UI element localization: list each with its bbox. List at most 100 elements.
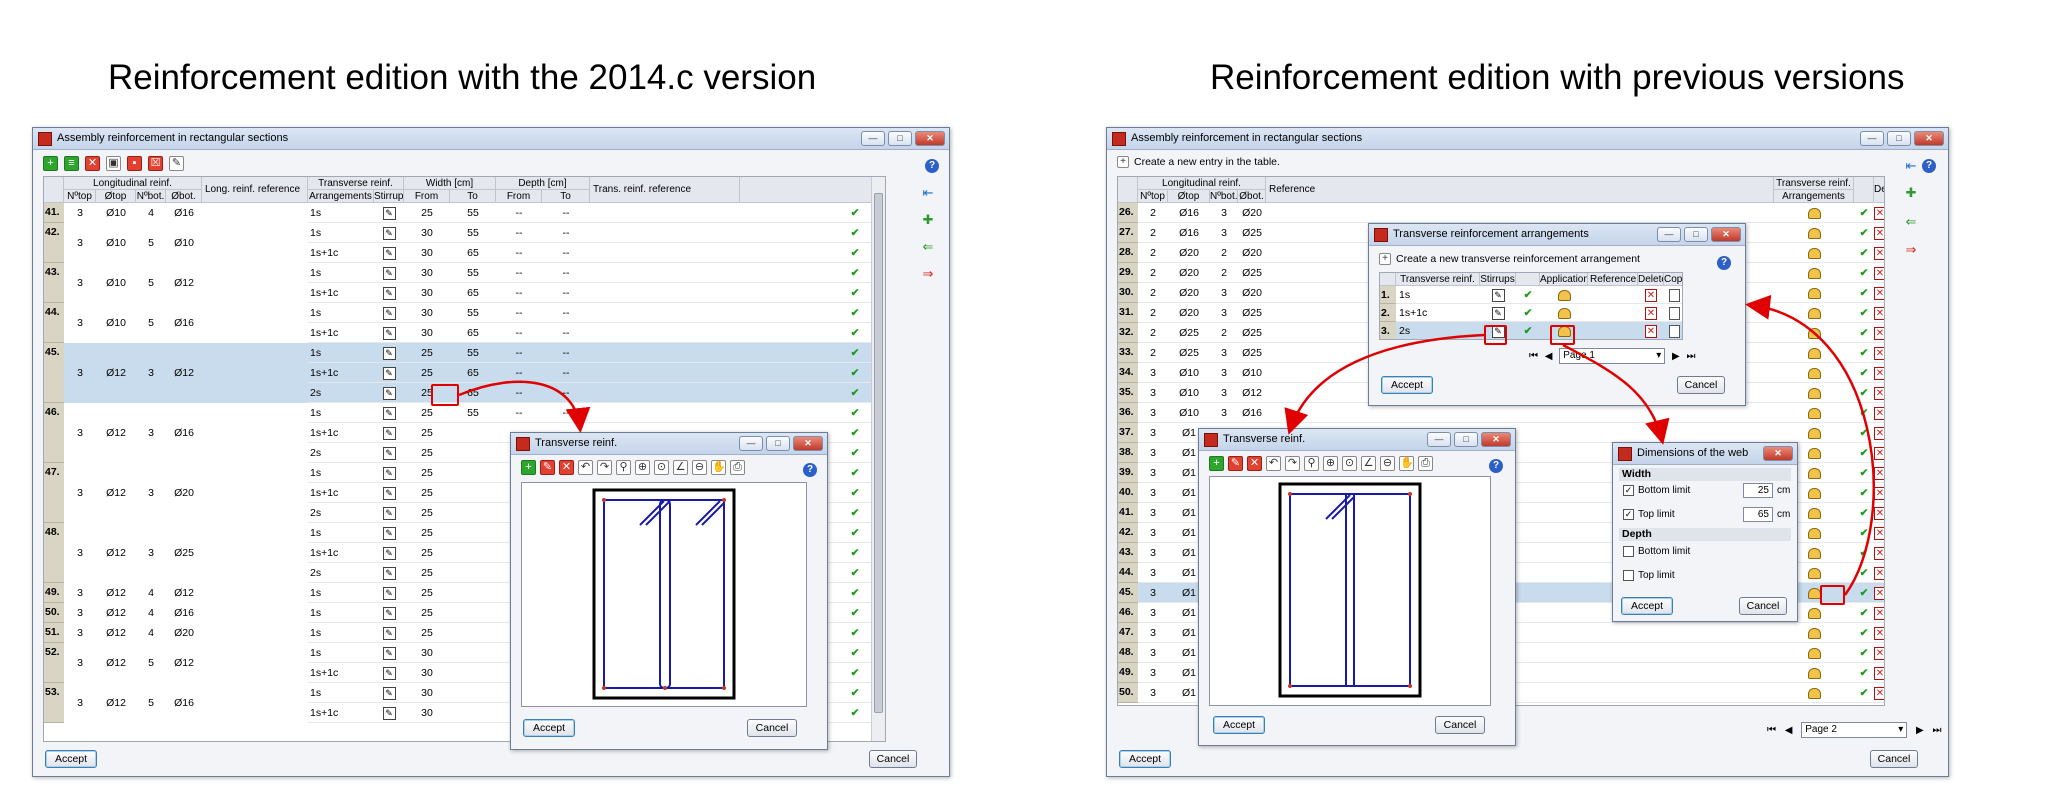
- delete-icon[interactable]: ✕: [1874, 426, 1885, 440]
- edit-stirrups-icon[interactable]: ✎: [382, 226, 396, 240]
- maximize-button[interactable]: □: [1887, 131, 1911, 146]
- delete-icon[interactable]: ✕: [1874, 386, 1885, 400]
- arrangements-icon[interactable]: [1807, 367, 1821, 379]
- list-icon[interactable]: ≡: [64, 156, 79, 171]
- new-icon[interactable]: +: [521, 460, 536, 475]
- copy-icon[interactable]: [1668, 306, 1680, 320]
- delete-icon[interactable]: ✕: [1874, 566, 1885, 580]
- edit-stirrups-icon[interactable]: ✎: [382, 706, 396, 720]
- maximize-button[interactable]: □: [888, 131, 912, 146]
- first-page-icon[interactable]: ⏮: [1529, 350, 1538, 362]
- table-row[interactable]: 3.2s✎✔✕: [1380, 322, 1682, 339]
- delete-icon[interactable]: ✕: [1874, 226, 1885, 240]
- edit-stirrups-icon[interactable]: ✎: [1491, 288, 1505, 302]
- delete-icon[interactable]: ✕: [1874, 446, 1885, 460]
- erase-icon[interactable]: ☒: [148, 156, 163, 171]
- zoom-out-icon[interactable]: ⊖: [1380, 456, 1395, 471]
- delete-icon[interactable]: ✕: [1874, 326, 1885, 340]
- delete-icon[interactable]: ✕: [1874, 346, 1885, 360]
- arrangements-icon[interactable]: [1807, 247, 1821, 259]
- edit-stirrups-icon[interactable]: ✎: [382, 406, 396, 420]
- edit-stirrups-icon[interactable]: ✎: [382, 346, 396, 360]
- close-button[interactable]: ✕: [1763, 446, 1793, 461]
- edit-stirrups-icon[interactable]: ✎: [382, 386, 396, 400]
- help-icon[interactable]: ?: [925, 159, 939, 173]
- arrangements-icon[interactable]: [1807, 607, 1821, 619]
- edit-stirrups-icon[interactable]: ✎: [382, 486, 396, 500]
- delete-icon[interactable]: ✕: [1645, 324, 1657, 338]
- prev-page-icon[interactable]: ◀: [1784, 724, 1793, 736]
- delete-icon[interactable]: ✕: [1874, 246, 1885, 260]
- arrangements-icon[interactable]: [1807, 227, 1821, 239]
- help-icon[interactable]: ?: [1922, 159, 1936, 173]
- first-page-icon[interactable]: ⏮: [1767, 724, 1776, 736]
- snap-icon[interactable]: ⚲: [616, 460, 631, 475]
- close-button[interactable]: ✕: [1711, 227, 1741, 242]
- zoom-window-icon[interactable]: ⊕: [635, 460, 650, 475]
- edit-stirrups-icon[interactable]: ✎: [382, 286, 396, 300]
- edit-stirrups-icon[interactable]: ✎: [382, 506, 396, 520]
- help-icon[interactable]: ?: [1489, 459, 1503, 473]
- zoom-out-icon[interactable]: ⊖: [692, 460, 707, 475]
- application-icon[interactable]: [1557, 289, 1571, 301]
- arrangements-icon[interactable]: [1807, 667, 1821, 679]
- accept-button[interactable]: Accept: [1381, 376, 1433, 394]
- edit-all-icon[interactable]: ✎: [169, 156, 184, 171]
- new-arrangement-link[interactable]: +Create a new transverse reinforcement a…: [1379, 253, 1640, 266]
- undo-icon[interactable]: ↶: [578, 460, 593, 475]
- arrangements-icon[interactable]: [1807, 347, 1821, 359]
- close-button[interactable]: ✕: [915, 131, 945, 146]
- delete-icon[interactable]: ✕: [1874, 686, 1885, 700]
- edit-stirrups-icon[interactable]: ✎: [382, 366, 396, 380]
- scroll-thumb[interactable]: [874, 193, 883, 713]
- depth-top-checkbox[interactable]: [1623, 570, 1634, 581]
- arrangements-icon[interactable]: [1807, 207, 1821, 219]
- maximize-button[interactable]: □: [1454, 432, 1478, 447]
- undo-icon[interactable]: ↶: [1266, 456, 1281, 471]
- delete-icon[interactable]: ✕: [1645, 306, 1657, 320]
- application-icon[interactable]: [1557, 307, 1571, 319]
- export-icon[interactable]: ⇤: [922, 185, 934, 200]
- accept-button[interactable]: Accept: [1621, 597, 1673, 615]
- export-arrow-icon[interactable]: ⇒: [922, 266, 934, 281]
- delete-icon[interactable]: ✕: [1874, 646, 1885, 660]
- depth-bottom-checkbox[interactable]: [1623, 546, 1634, 557]
- delete-icon[interactable]: ✕: [1874, 666, 1885, 680]
- table-row[interactable]: 1.1s✎✔✕: [1380, 286, 1682, 304]
- add-group-icon[interactable]: ✚: [1905, 185, 1917, 200]
- minimize-button[interactable]: —: [739, 436, 763, 451]
- arrangements-icon[interactable]: [1807, 527, 1821, 539]
- delete-icon[interactable]: ✕: [1645, 288, 1657, 302]
- arrangements-icon[interactable]: [1807, 567, 1821, 579]
- copy-icon[interactable]: [1668, 288, 1680, 302]
- vertical-scrollbar[interactable]: [871, 177, 885, 741]
- arrangements-icon[interactable]: [1807, 407, 1821, 419]
- edit-stirrups-icon[interactable]: ✎: [382, 246, 396, 260]
- minimize-button[interactable]: —: [1427, 432, 1451, 447]
- maximize-button[interactable]: □: [766, 436, 790, 451]
- arrangements-icon[interactable]: [1807, 647, 1821, 659]
- minimize-button[interactable]: —: [1860, 131, 1884, 146]
- page-select[interactable]: Page 1▾: [1559, 348, 1666, 364]
- delete-icon[interactable]: ✕: [1874, 606, 1885, 620]
- delete-icon[interactable]: ✕: [1874, 406, 1885, 420]
- delete-icon[interactable]: ✕: [1874, 306, 1885, 320]
- next-page-icon[interactable]: ▶: [1672, 350, 1680, 362]
- delete-icon[interactable]: ✕: [1874, 526, 1885, 540]
- import-icon[interactable]: ▣: [106, 156, 121, 171]
- page-select[interactable]: Page 2▾: [1801, 722, 1908, 738]
- zoom-window-icon[interactable]: ⊕: [1323, 456, 1338, 471]
- next-page-icon[interactable]: ▶: [1916, 724, 1924, 736]
- accept-button[interactable]: Accept: [1119, 750, 1171, 768]
- cancel-button[interactable]: Cancel: [747, 719, 797, 737]
- pan-icon[interactable]: ✋: [1399, 456, 1414, 471]
- delete-icon[interactable]: ✕: [1874, 506, 1885, 520]
- import-arrow-icon[interactable]: ⇐: [1905, 214, 1917, 229]
- cancel-button[interactable]: Cancel: [1870, 750, 1918, 768]
- edit-stirrups-icon[interactable]: ✎: [382, 446, 396, 460]
- edit-stirrups-icon[interactable]: ✎: [382, 266, 396, 280]
- arrangements-icon[interactable]: [1807, 627, 1821, 639]
- arrangements-icon[interactable]: [1807, 547, 1821, 559]
- delete-icon[interactable]: ✕: [559, 460, 574, 475]
